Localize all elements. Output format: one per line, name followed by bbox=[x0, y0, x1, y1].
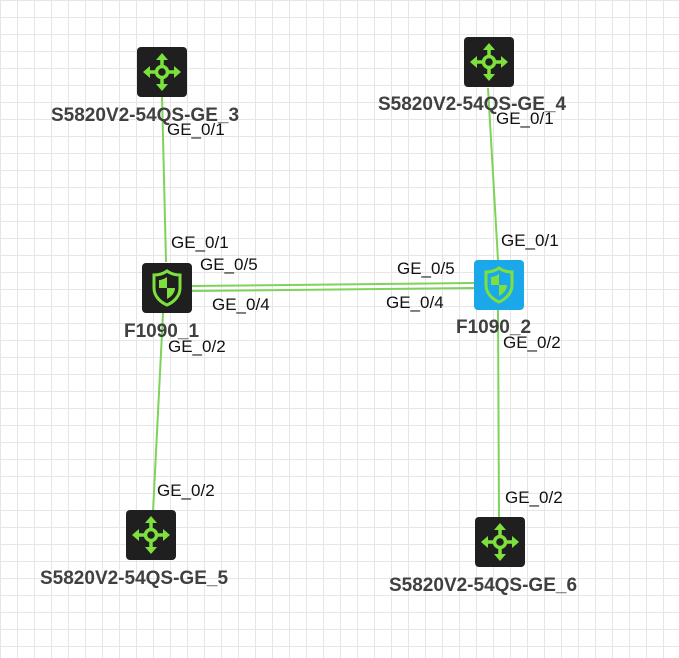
port-label-fw1-ge05: GE_0/5 bbox=[200, 255, 258, 274]
port-label-fw1-ge01: GE_0/1 bbox=[171, 233, 229, 252]
switch-icon bbox=[475, 517, 525, 567]
node-label-sw6: S5820V2-54QS-GE_6 bbox=[389, 575, 578, 596]
port-label-fw2-ge02: GE_0/2 bbox=[503, 333, 561, 352]
port-label-sw4-ge01: GE_0/1 bbox=[496, 109, 554, 128]
node-sw3[interactable] bbox=[137, 47, 187, 97]
switch-icon bbox=[137, 47, 187, 97]
node-fw1[interactable] bbox=[142, 263, 192, 313]
link-fw1-sw5[interactable] bbox=[152, 312, 164, 513]
port-label-fw2-ge01: GE_0/1 bbox=[501, 231, 559, 250]
link-sw4-fw2[interactable] bbox=[487, 87, 499, 261]
link-fw1-fw2-ge05[interactable] bbox=[189, 282, 475, 287]
node-label-sw4: S5820V2-54QS-GE_4 bbox=[378, 94, 567, 115]
port-label-fw2-ge05: GE_0/5 bbox=[397, 259, 455, 278]
node-label-sw5: S5820V2-54QS-GE_5 bbox=[40, 568, 229, 589]
port-label-sw3-ge01: GE_0/1 bbox=[167, 120, 225, 139]
link-fw1-fw2-ge04[interactable] bbox=[189, 287, 475, 292]
port-label-sw5-ge02: GE_0/2 bbox=[157, 481, 215, 500]
node-label-fw1: F1090_1 bbox=[124, 321, 200, 342]
node-fw2[interactable] bbox=[474, 260, 524, 310]
switch-icon bbox=[464, 37, 514, 87]
node-sw6[interactable] bbox=[475, 517, 525, 567]
firewall-icon bbox=[474, 260, 524, 310]
node-sw5[interactable] bbox=[126, 510, 176, 560]
link-fw2-sw6[interactable] bbox=[497, 309, 500, 519]
port-label-fw1-ge02: GE_0/2 bbox=[168, 337, 226, 356]
node-sw4[interactable] bbox=[464, 37, 514, 87]
firewall-icon bbox=[142, 263, 192, 313]
link-sw3-fw1[interactable] bbox=[161, 94, 167, 263]
node-label-fw2: F1090_2 bbox=[456, 317, 532, 338]
port-label-fw2-ge04: GE_0/4 bbox=[386, 293, 444, 312]
port-label-fw1-ge04: GE_0/4 bbox=[212, 295, 270, 314]
switch-icon bbox=[126, 510, 176, 560]
port-label-sw6-ge02: GE_0/2 bbox=[505, 488, 563, 507]
node-label-sw3: S5820V2-54QS-GE_3 bbox=[51, 105, 240, 126]
